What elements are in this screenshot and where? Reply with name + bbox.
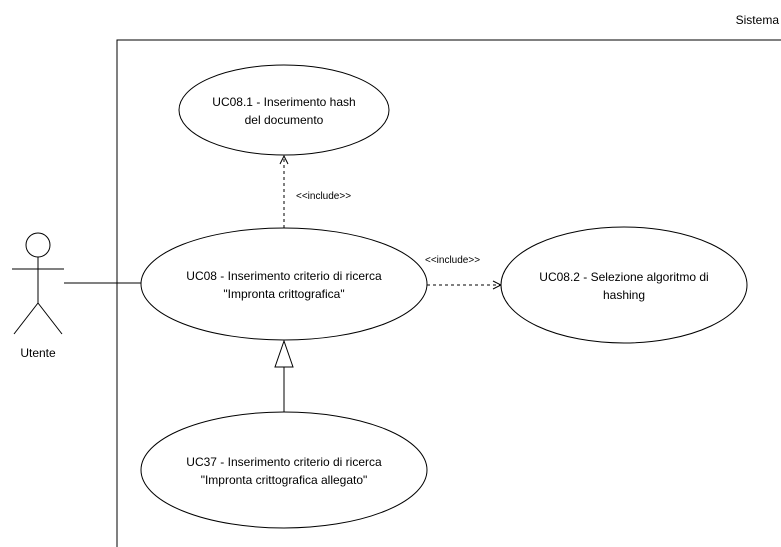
uc08-2-line1: UC08.2 - Selezione algoritmo di xyxy=(539,270,708,284)
uc08-line1: UC08 - Inserimento criterio di ricerca xyxy=(186,269,382,283)
generalization-arrowhead xyxy=(274,339,294,368)
use-case-uc08[interactable]: UC08 - Inserimento criterio di ricerca "… xyxy=(140,227,428,341)
include-label-right: <<include>> xyxy=(425,255,480,266)
actor-leg-left xyxy=(13,302,39,335)
uc08-2-line2: hashing xyxy=(603,288,645,302)
uc08-line2: "Impronta crittografica" xyxy=(223,287,344,301)
actor-head xyxy=(25,232,51,258)
uc08-1-line2: del documento xyxy=(245,113,324,127)
uc37-line2: "Impronta crittografica allegato" xyxy=(201,473,368,487)
uc37-line1: UC37 - Inserimento criterio di ricerca xyxy=(186,455,382,469)
use-case-uc08-2[interactable]: UC08.2 - Selezione algoritmo di hashing xyxy=(500,226,748,344)
actor-label: Utente xyxy=(20,346,56,360)
system-label: Sistema xyxy=(736,13,780,27)
use-case-uc08-1[interactable]: UC08.1 - Inserimento hash del documento xyxy=(178,64,390,156)
actor-utente: Utente xyxy=(12,232,64,360)
actor-leg-right xyxy=(37,302,63,335)
system-boundary xyxy=(116,39,781,547)
use-case-uc37[interactable]: UC37 - Inserimento criterio di ricerca "… xyxy=(140,411,428,529)
include-label-up: <<include>> xyxy=(296,191,351,202)
uc08-1-line1: UC08.1 - Inserimento hash xyxy=(212,95,355,109)
